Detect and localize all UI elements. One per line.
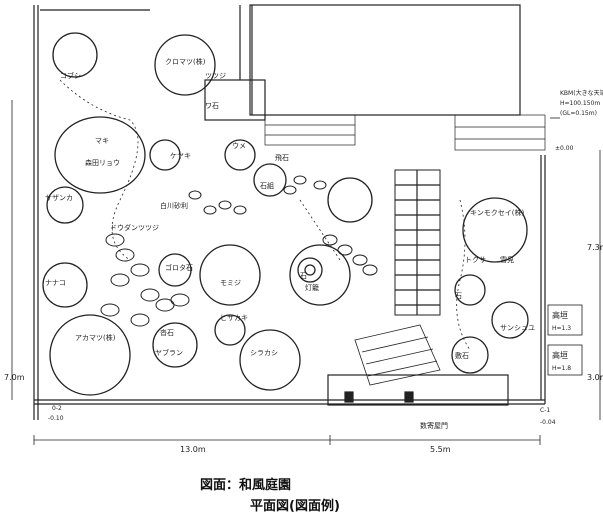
label-gate: 数寄屋門 [420,421,448,430]
note-takagaki1: 高垣 [552,310,568,320]
label-shiwa: 石 [455,292,462,300]
tree-moji [199,244,261,306]
label-koishi2: 石組 [260,181,274,190]
label-tsutsuji-top: ツツジ [205,72,226,80]
label-maki: マキ [95,137,109,145]
dim-height-right-bottom: 3.0m [587,373,603,382]
dim-width-right: 5.5m [430,445,451,454]
dim-width-left: 13.0m [180,445,206,454]
dim-height-right-top: 7.3m [587,243,603,252]
tree-cluster [327,177,373,223]
label-akamatsu: アカマツ(株) [75,333,116,342]
gravel-path-left [59,79,139,261]
label-shiragashi: シラカシ [250,349,278,357]
label-koishi1: 飛石 [275,154,289,162]
label-nibiiro: 敷石 [455,351,469,360]
note-gl: (GL=0.15m) [560,110,597,117]
note-minus010: -0.10 [48,415,64,422]
label-sanshu: サンシュユ [500,324,535,332]
label-shirakawa-top: 白川砂利 [160,201,188,210]
tree-mokkoku [54,116,146,194]
note-takagaki2-h: H=1.8 [552,365,571,372]
note-kbm-sub: H=100.150m [560,100,600,107]
note-takagaki2: 高垣 [552,350,568,360]
note-minus004: -0.04 [540,419,556,426]
label-toro: 灯籠 [305,283,319,292]
label-kinmokusei: キンモクセイ(株) [470,208,525,217]
tree-toro [289,244,351,306]
garden-plan-drawing: コブシ クロマツ(株) ツツジ ワ石 マキ 森田リョウ サザンカ ケヤキ ウメ … [4,4,603,454]
tree-sazanka [46,186,84,224]
tree-yabeme [152,322,198,368]
label-noishi: 沓石 [160,328,174,337]
tree-akamatsu [49,314,131,396]
label-gorota: ゴロタ石 [165,263,193,272]
label-sazanka: サザンカ [45,194,73,202]
tree-gorota [158,253,192,287]
label-kuromatsu: クロマツ(株) [165,57,206,66]
tree-kobushi [52,32,98,78]
caption-title: 図面：和風庭園 [200,478,292,493]
label-yabeme: ヤブラン [155,348,183,357]
note-c2: 0-2 [52,405,62,412]
caption-subtitle: 平面図(図面例) [250,499,340,514]
gate-outline [327,374,509,406]
tree-stone [253,163,287,197]
tree-shiragashi [239,329,301,391]
label-nanako-right: トクサ [465,256,486,264]
annex-outline [204,79,266,121]
note-plus000: ±0.00 [555,145,574,152]
tree-hisaka [214,314,246,346]
tree-kuromatsu [154,34,216,96]
label-keyaki: ケヤキ [170,152,191,160]
label-kobushi: コブシ [60,71,81,80]
label-ishi-a: 石 [300,272,307,280]
house-outline [249,4,521,116]
lantern-mark [297,257,323,283]
tree-keyaki [149,139,181,171]
stone-path [394,169,441,316]
label-dokan: ドウダンツツジ [110,223,159,232]
paving-steps [354,324,441,386]
note-c1: C-1 [540,407,550,414]
label-ume: ウメ [232,142,246,150]
label-wankeshou: ワ石 [205,102,219,110]
gravel-path-right [456,199,471,351]
label-moriryo: 森田リョウ [85,158,120,167]
label-yukimi: 雪見 [500,256,514,264]
tree-kinmokusei [462,197,528,263]
label-nanako: ナナコ [45,279,66,287]
label-moji: モミジ [220,279,241,287]
tree-ishi [454,274,486,306]
tree-sanshu [491,301,529,339]
gravel-path-center [299,199,341,261]
note-takagaki1-h: H=1.3 [552,325,571,332]
label-hisaka: ヒサカキ [220,314,248,322]
note-kbm: KBM(大きな天端) [560,89,603,97]
tree-ume [224,139,256,171]
tree-nanako [42,262,88,308]
dim-height-left: 7.0m [4,373,25,382]
tree-tokusa [451,336,489,374]
